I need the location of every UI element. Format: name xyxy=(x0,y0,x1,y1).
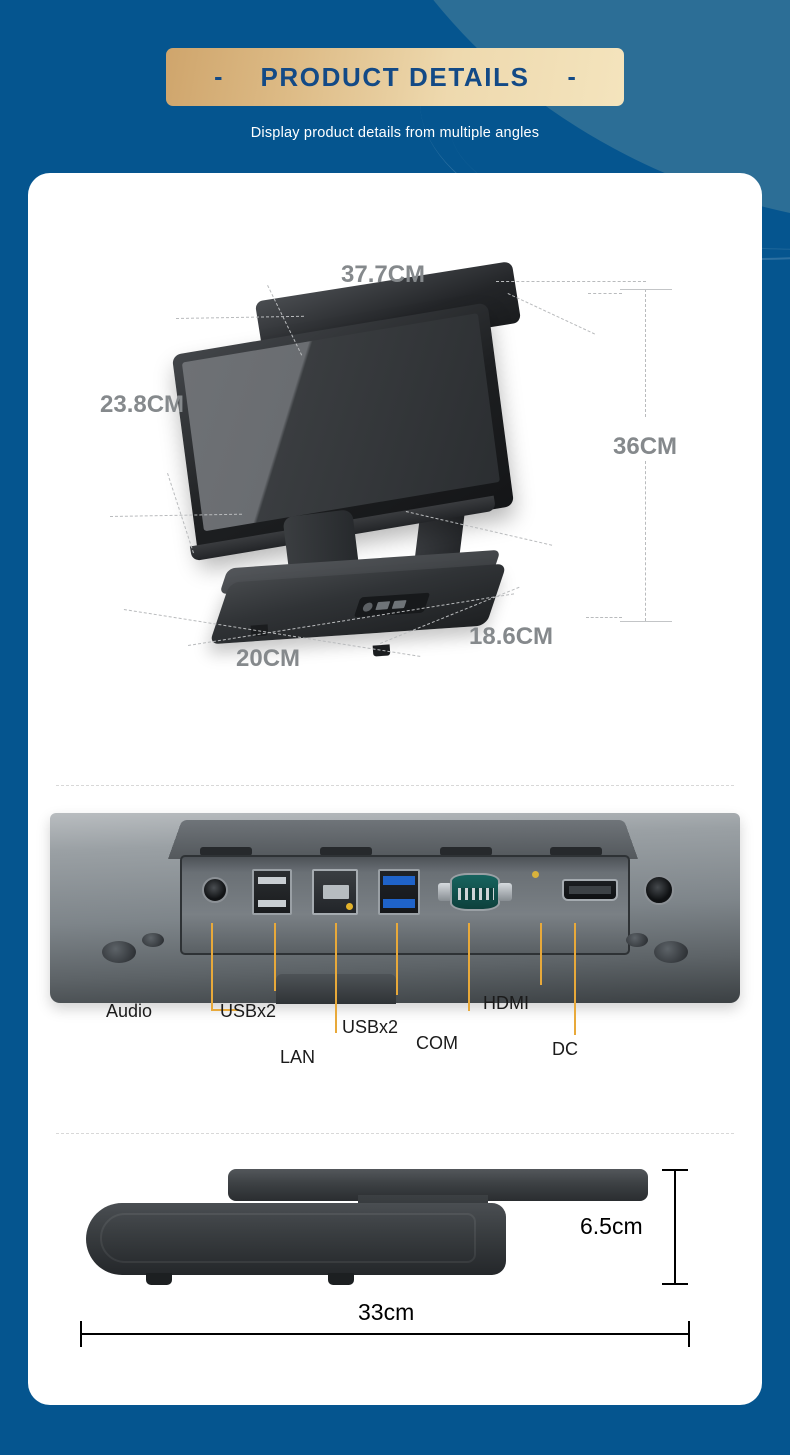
port-detail-section: Audio USBx2 LAN USBx2 COM HDMI DC xyxy=(28,785,762,1133)
base-power-jack-icon xyxy=(361,601,375,612)
port-label-usb2: USBx2 xyxy=(220,1001,277,1021)
dimension-label-thickness: 6.5cm xyxy=(580,1213,643,1239)
port-label-com: COM xyxy=(416,1033,458,1053)
lan-led-icon xyxy=(346,903,353,910)
height-line-lower xyxy=(645,461,646,621)
side-view-foot-left xyxy=(146,1273,172,1285)
com-connector-body xyxy=(450,873,500,911)
port-label-hdmi: HDMI xyxy=(483,993,529,1013)
com-screw-right xyxy=(498,883,512,901)
height-cap-bottom xyxy=(620,621,672,622)
hero-dimension-section: 37.7CM 23.8CM 36CM 20CM 18.6CM xyxy=(28,173,762,785)
callout-line-lan xyxy=(335,923,337,1033)
terminal-rear-chassis xyxy=(50,813,740,1004)
com-db9-port-icon xyxy=(438,873,512,911)
base-usb-port-icon-2 xyxy=(391,600,407,609)
callout-line-dc xyxy=(574,923,576,1035)
dimension-label-screen-diagonal: 23.8CM xyxy=(100,391,185,418)
port-label-lan: LAN xyxy=(280,1047,316,1067)
page-header: - PRODUCT DETAILS - Display product deta… xyxy=(0,0,790,141)
chassis-clip-4 xyxy=(550,847,602,856)
section-divider-1 xyxy=(56,785,734,786)
lan-rj45-port-icon xyxy=(312,869,358,915)
dimension-label-base-width: 20CM xyxy=(236,645,301,672)
dimension-label-base-depth: 18.6CM xyxy=(469,623,554,650)
content-card: 37.7CM 23.8CM 36CM 20CM 18.6CM xyxy=(28,173,762,1405)
pos-terminal-image xyxy=(123,261,543,673)
height-tick-top xyxy=(588,293,622,294)
mount-hole-right xyxy=(654,941,688,963)
usb3-stacked-port-icon xyxy=(378,869,420,915)
callout-line-usb3 xyxy=(396,923,398,995)
side-view-section: 6.5cm 33cm xyxy=(28,1133,762,1405)
audio-jack-icon xyxy=(202,877,228,903)
dimension-label-length: 33cm xyxy=(358,1299,415,1325)
port-label-usb3: USBx2 xyxy=(342,1017,399,1037)
side-view-base xyxy=(86,1203,506,1275)
status-indicator-icon xyxy=(532,871,539,878)
chassis-clip-1 xyxy=(200,847,252,856)
callout-line-audio xyxy=(211,923,213,1011)
dimension-label-width-top: 37.7CM xyxy=(341,261,426,288)
height-line-upper xyxy=(645,289,646,417)
dimension-label-height: 36CM xyxy=(613,433,678,460)
mount-slot-right xyxy=(626,933,648,947)
callout-line-usb2 xyxy=(274,923,276,991)
page-title: PRODUCT DETAILS xyxy=(260,61,530,92)
page-subtitle: Display product details from multiple an… xyxy=(250,125,540,141)
side-view-foot-right xyxy=(328,1273,354,1285)
chassis-clip-3 xyxy=(440,847,492,856)
length-cap-right xyxy=(688,1321,690,1347)
length-dimension-line xyxy=(80,1333,690,1335)
hdmi-port-icon xyxy=(562,879,618,901)
base-usb-port-icon xyxy=(375,601,391,611)
dc-power-jack-icon xyxy=(644,875,674,905)
height-cap-top xyxy=(620,289,672,290)
callout-line-com xyxy=(468,923,470,1011)
section-title-banner: - PRODUCT DETAILS - xyxy=(166,48,624,106)
banner-left-dash: - xyxy=(214,62,223,91)
mount-hole-left xyxy=(102,941,136,963)
port-bank xyxy=(188,865,674,919)
port-label-dc: DC xyxy=(552,1039,578,1059)
mount-slot-left xyxy=(142,933,164,947)
thickness-dimension-line xyxy=(674,1169,676,1285)
port-label-audio: Audio xyxy=(106,1001,153,1021)
height-tick-bottom xyxy=(586,617,622,618)
banner-right-dash: - xyxy=(567,62,576,91)
leader-line-top-right xyxy=(496,281,646,282)
usb2-stacked-port-icon xyxy=(252,869,292,915)
callout-line-hdmi xyxy=(540,923,542,985)
chassis-clip-2 xyxy=(320,847,372,856)
com-screw-left xyxy=(438,883,452,901)
thickness-cap-bottom xyxy=(662,1283,688,1285)
callout-elbow-audio xyxy=(211,1009,239,1011)
section-divider-2 xyxy=(56,1133,734,1134)
